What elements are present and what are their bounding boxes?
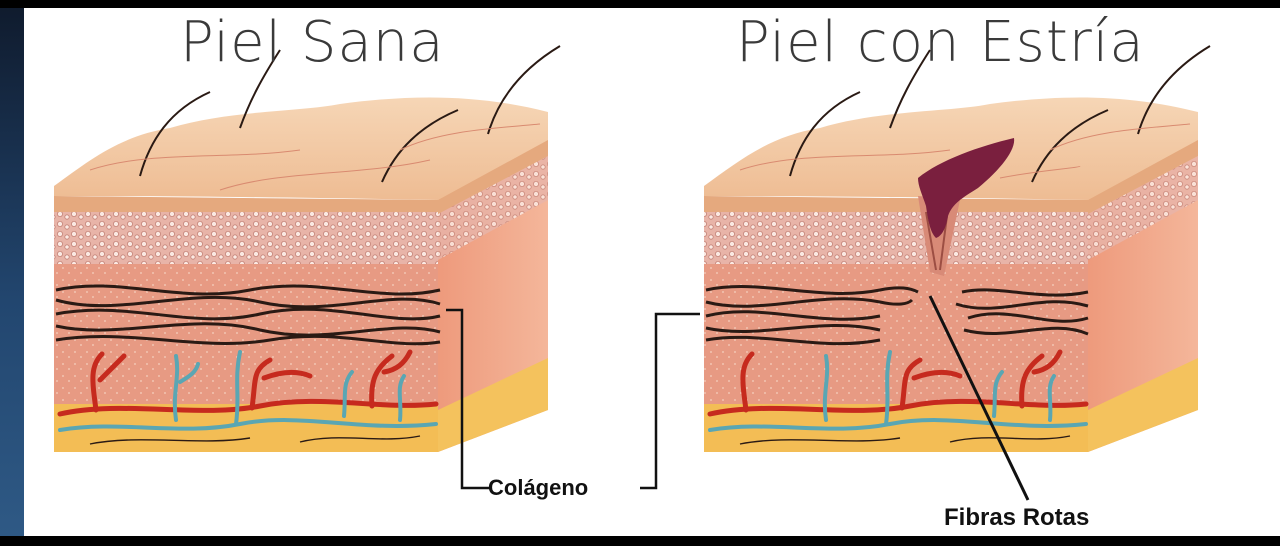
bottom-edge-band (0, 536, 1280, 546)
label-collagen: Colágeno (488, 475, 588, 501)
title-stretch-mark-skin: Piel con Estría (736, 6, 1145, 80)
stretch-cell-layer (704, 212, 1088, 264)
stretch-dermis (704, 264, 1088, 404)
title-healthy-skin: Piel Sana (180, 6, 445, 80)
stretch-mark-skin-block (704, 46, 1210, 452)
label-broken-fibers: Fibras Rotas (944, 504, 1089, 532)
healthy-cell-layer (54, 212, 438, 264)
healthy-skin-block (54, 46, 560, 452)
